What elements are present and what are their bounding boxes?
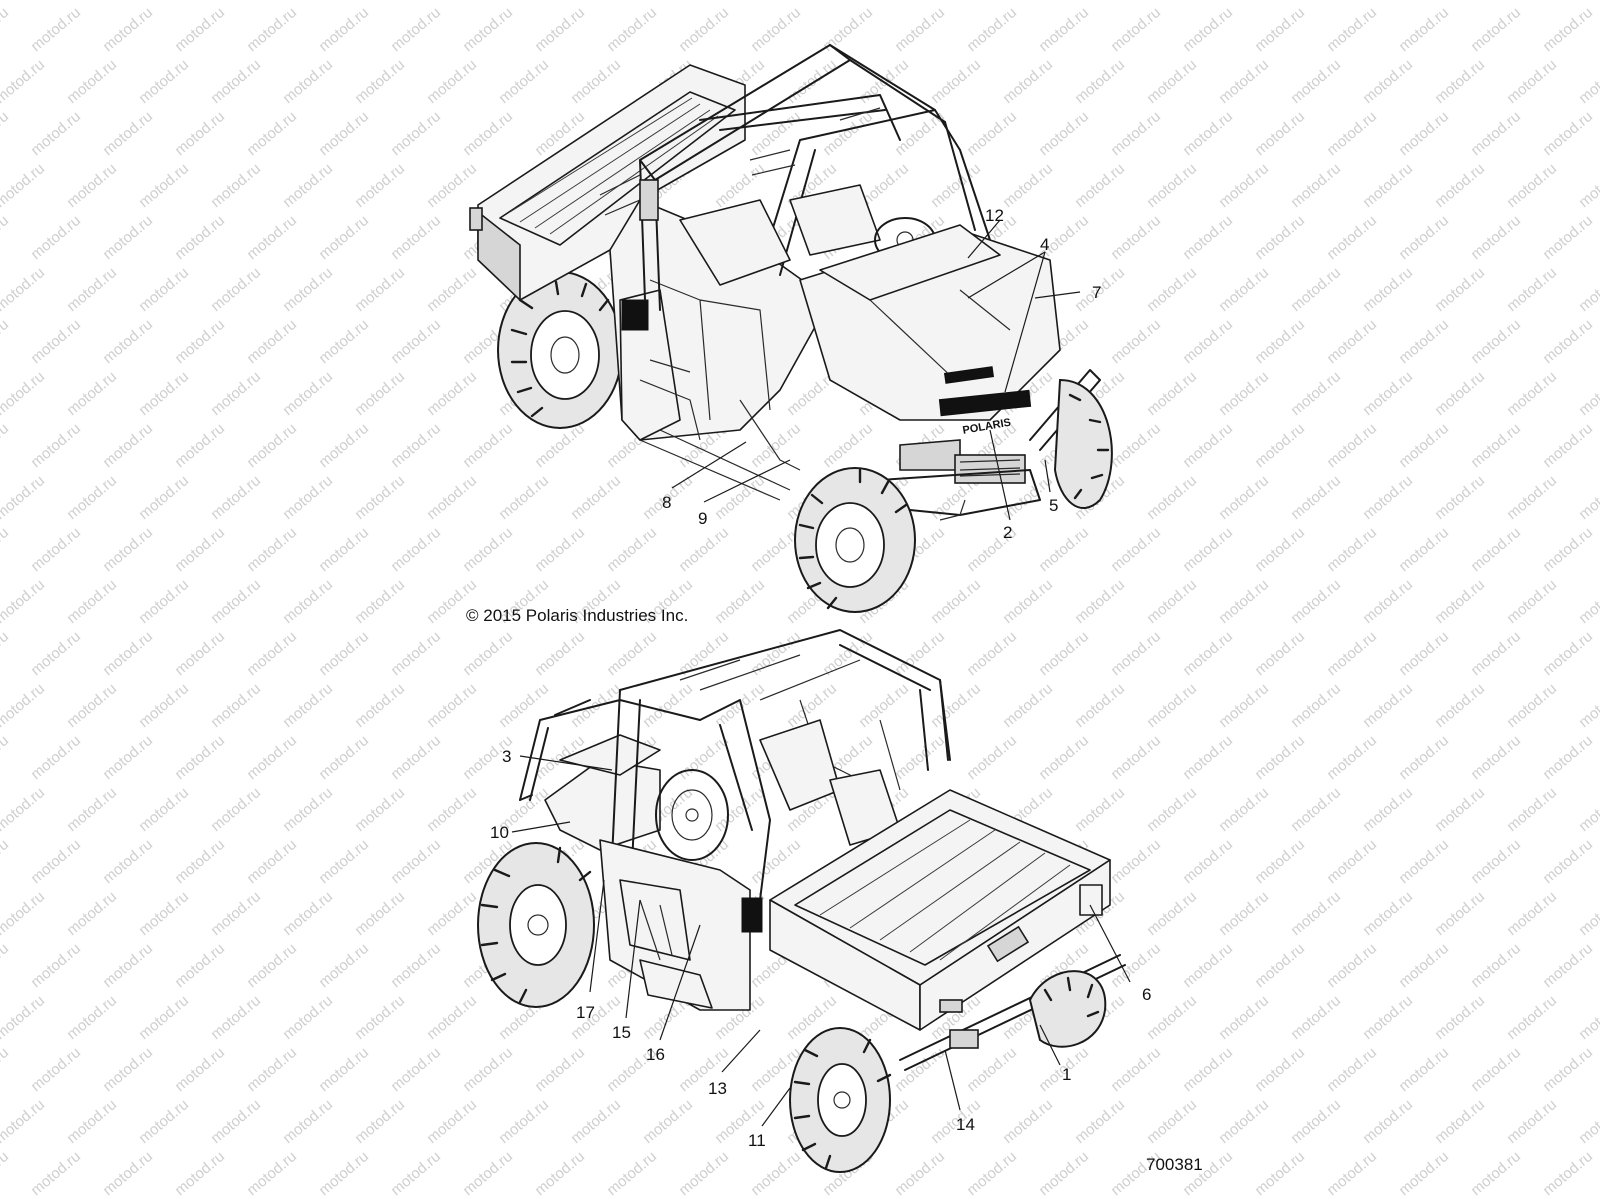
vehicle-front-view: POLARIS xyxy=(469,44,1113,613)
side-door-top xyxy=(639,399,801,501)
callout-8: 8 xyxy=(662,493,671,512)
cab-body-top xyxy=(609,199,831,441)
front-left-tire xyxy=(794,467,916,613)
side-body-bottom xyxy=(599,839,763,1011)
callout-11: 11 xyxy=(748,1131,766,1150)
callout-3: 3 xyxy=(502,747,511,766)
bottom-rear-left-tire xyxy=(789,1027,892,1173)
callout-17: 17 xyxy=(576,1003,595,1022)
watermark-text: motod.ru xyxy=(1576,0,1600,3)
callout-14: 14 xyxy=(956,1115,975,1134)
callout-5: 5 xyxy=(1049,496,1058,515)
hood-top: POLARIS xyxy=(799,224,1101,484)
callout-2: 2 xyxy=(1003,523,1012,542)
front-hood-bottom xyxy=(519,699,701,851)
callout-1: 1 xyxy=(1062,1065,1071,1084)
callout-13: 13 xyxy=(708,1079,727,1098)
vehicle-rear-view: 3 10 17 15 16 13 11 14 1 6 xyxy=(477,629,1151,1173)
top-leader-lines xyxy=(671,219,1081,521)
callout-10: 10 xyxy=(490,823,509,842)
cargo-bed-bottom xyxy=(769,789,1126,1071)
rear-left-tire xyxy=(497,271,623,429)
callout-9: 9 xyxy=(698,509,707,528)
bottom-left-tire xyxy=(477,842,595,1008)
front-right-tire xyxy=(1053,378,1113,510)
cab-interior-bottom xyxy=(655,719,901,861)
callout-16: 16 xyxy=(646,1045,665,1064)
callout-15: 15 xyxy=(612,1023,631,1042)
figure-number: 700381 xyxy=(1146,1155,1203,1174)
bottom-leader-lines xyxy=(511,755,1131,1127)
seats-top xyxy=(679,184,936,286)
callout-7: 7 xyxy=(1092,283,1101,302)
callout-12: 12 xyxy=(985,206,1004,225)
copyright-notice: © 2015 Polaris Industries Inc. xyxy=(466,606,688,625)
bottom-rear-right-tire xyxy=(1028,970,1107,1048)
callout-4: 4 xyxy=(1040,235,1049,254)
callout-6: 6 xyxy=(1142,985,1151,1004)
